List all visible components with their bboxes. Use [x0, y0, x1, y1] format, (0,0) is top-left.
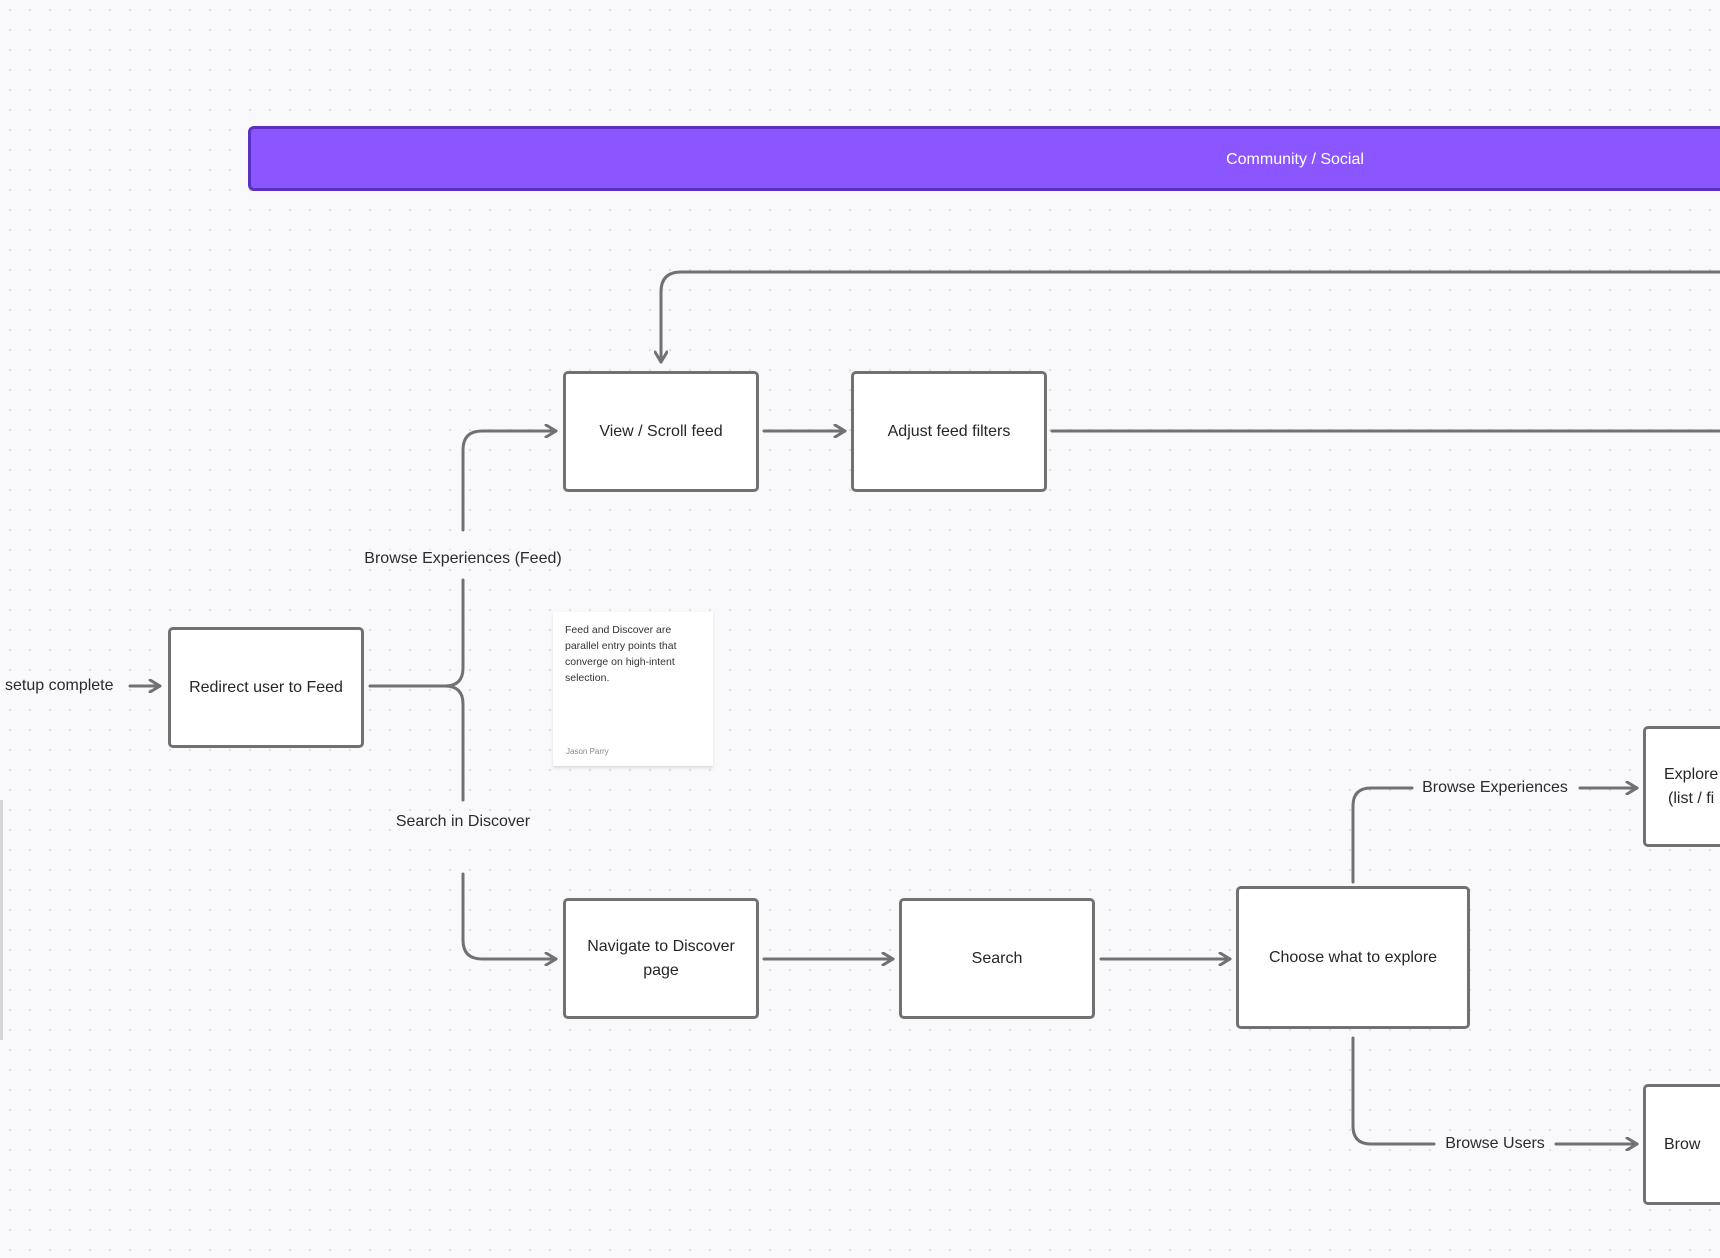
- node-search[interactable]: Search: [899, 898, 1095, 1019]
- sticky-note-author: Jason Parry: [566, 747, 609, 756]
- edge-label-browse-experiences[interactable]: Browse Experiences: [1418, 779, 1572, 797]
- connector-redirect-branch: [368, 578, 465, 688]
- offscreen-element-edge: [0, 800, 3, 1040]
- sticky-note-text: Feed and Discover are parallel entry poi…: [565, 624, 677, 684]
- section-title: Community / Social: [1226, 151, 1364, 168]
- section-banner[interactable]: [248, 126, 1720, 191]
- connector-browse-feed: [461, 431, 558, 532]
- edge-label-browse-feed[interactable]: Browse Experiences (Feed): [360, 550, 566, 568]
- edge-label-setup-complete[interactable]: setup complete: [5, 677, 114, 694]
- node-redirect-feed[interactable]: Redirect user to Feed: [168, 627, 364, 748]
- node-browse-users[interactable]: Brow: [1643, 1084, 1720, 1205]
- edge-label-browse-users[interactable]: Browse Users: [1441, 1135, 1549, 1153]
- node-choose-explore[interactable]: Choose what to explore: [1236, 886, 1470, 1029]
- connector-choose-up: [1351, 786, 1414, 884]
- node-navigate-discover[interactable]: Navigate to Discover page: [563, 898, 759, 1019]
- connector-search-discover: [461, 872, 558, 959]
- node-adjust-feed-filters[interactable]: Adjust feed filters: [851, 371, 1047, 492]
- node-view-scroll-feed[interactable]: View / Scroll feed: [563, 371, 759, 492]
- edge-label-search-discover[interactable]: Search in Discover: [391, 813, 535, 831]
- connector-branch-down: [443, 684, 465, 802]
- node-explore-list[interactable]: Explore (list / fi: [1643, 726, 1720, 847]
- connector-choose-down: [1351, 1036, 1436, 1146]
- connector-loop-back: [661, 270, 1720, 364]
- sticky-note[interactable]: Feed and Discover are parallel entry poi…: [553, 612, 713, 766]
